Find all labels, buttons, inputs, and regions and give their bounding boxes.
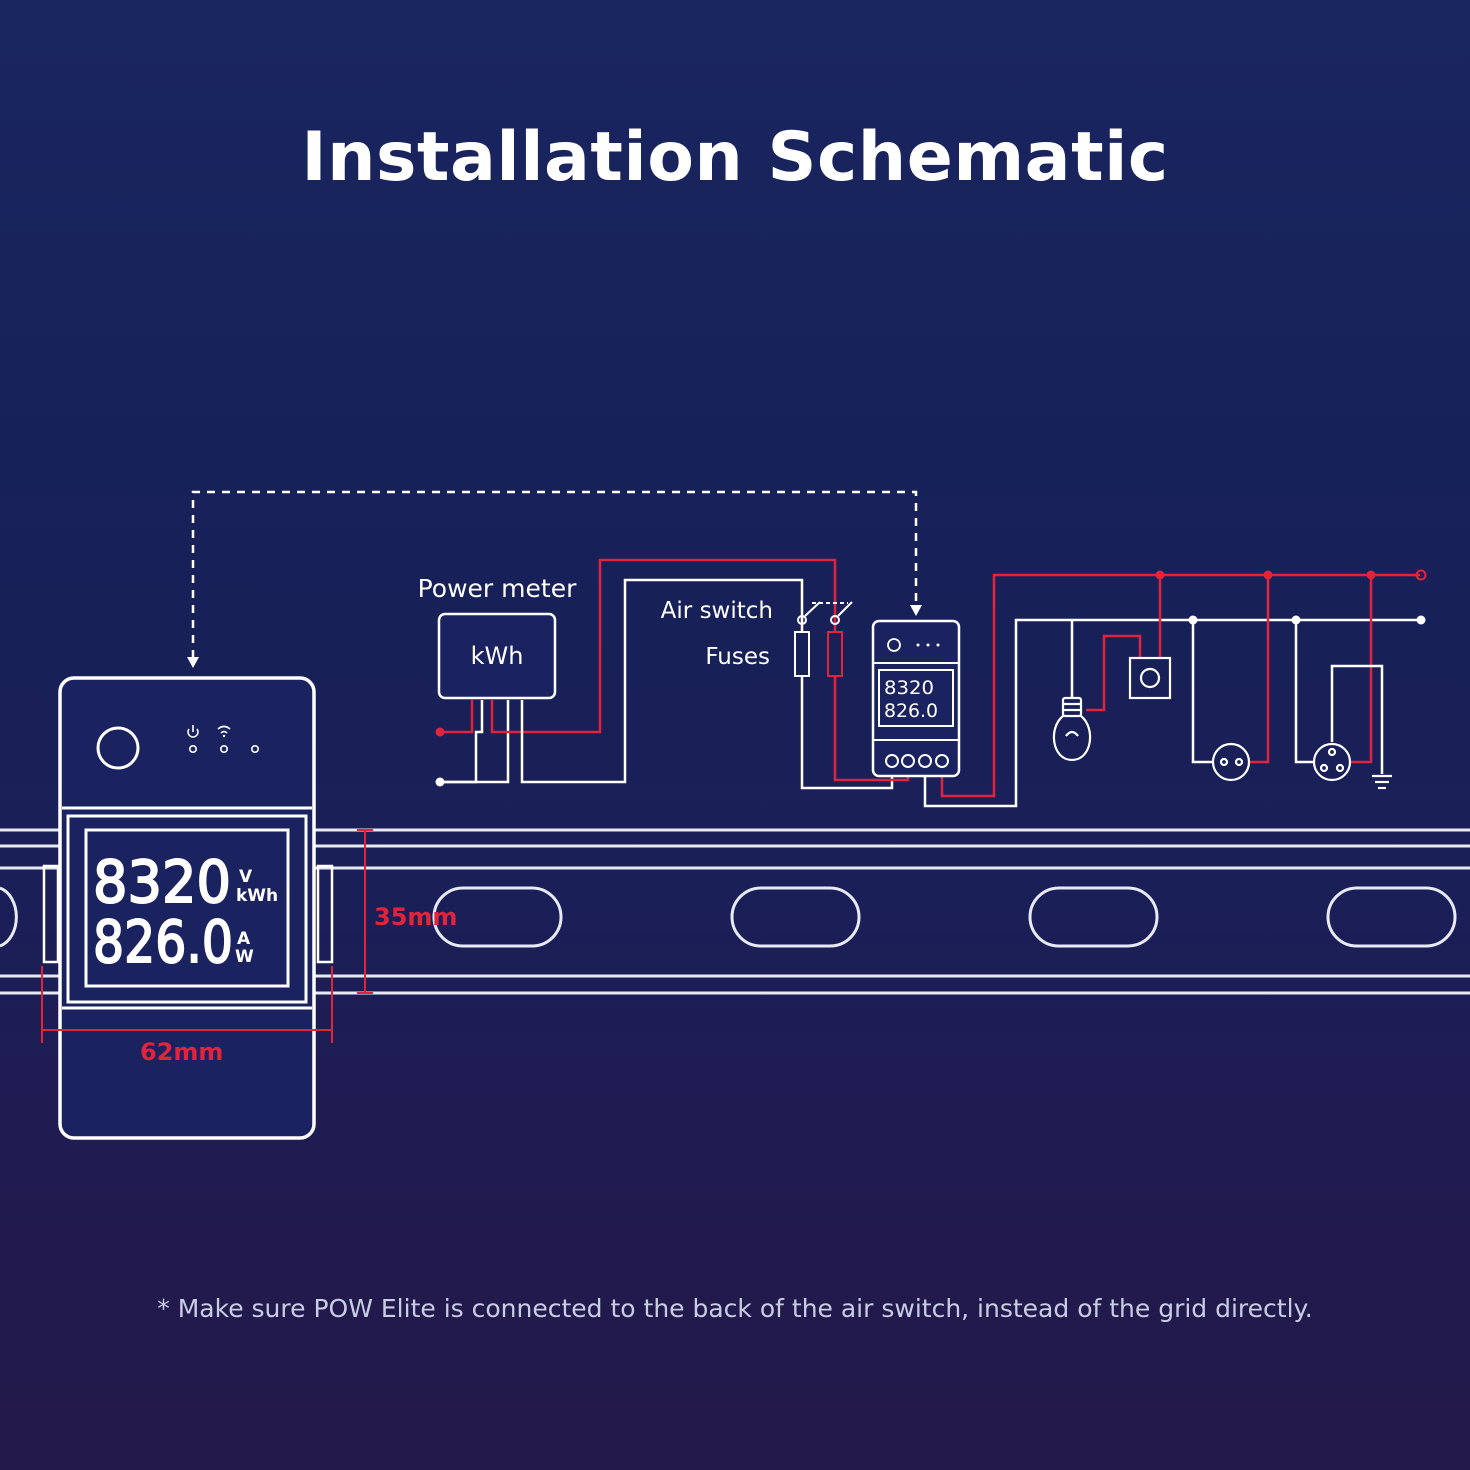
small-device: 8320 826.0 (871, 619, 961, 778)
junction-dots (435, 569, 1427, 787)
small-display-top-value: 8320 (884, 677, 934, 699)
power-button-icon (96, 726, 140, 770)
air-switch-icon (797, 601, 853, 625)
dimension-height-label: 35mm (374, 903, 457, 931)
arrow-down-icon (910, 605, 922, 616)
power-meter-label: Power meter (418, 574, 577, 603)
display-bottom-unit-a: A (237, 929, 251, 949)
indicator-wifi-icon (217, 725, 231, 753)
display-top-unit-v: V (239, 867, 253, 887)
main-device: 8320 V kWh 826.0 A W (42, 676, 334, 1140)
socket-two-pin-icon (1211, 742, 1251, 782)
light-bulb-icon (1052, 696, 1092, 762)
indicator-power-icon (187, 725, 199, 753)
installation-footnote: * Make sure POW Elite is connected to th… (157, 1294, 1313, 1323)
display-bottom-value: 826.0 (93, 908, 233, 976)
arrow-down-icon (187, 657, 199, 668)
fuse-icon (794, 631, 810, 677)
wall-switch-icon (1128, 656, 1172, 700)
display-bottom-unit-w: W (235, 947, 254, 967)
small-display-bottom-value: 826.0 (884, 700, 938, 722)
wiring (440, 558, 1420, 808)
dimension-width-label: 62mm (140, 1038, 223, 1066)
display-top-value: 8320 (93, 848, 231, 916)
fuse-icon (827, 631, 843, 677)
air-switch-label: Air switch (661, 598, 773, 624)
ground-icon (1372, 774, 1392, 790)
fuses-label: Fuses (705, 644, 770, 670)
dimension-height (357, 829, 373, 994)
display-screen (84, 828, 290, 988)
dimension-width (41, 966, 333, 1043)
display-top-unit-kwh: kWh (236, 886, 278, 906)
page-title: Installation Schematic (301, 118, 1169, 197)
indicator-led-icon (251, 744, 260, 753)
power-meter-box (437, 612, 557, 700)
display-bezel (66, 814, 308, 1004)
socket-three-pin-icon (1312, 742, 1352, 782)
power-meter-kwh-label: kWh (471, 642, 524, 670)
dashed-connector (187, 490, 922, 668)
